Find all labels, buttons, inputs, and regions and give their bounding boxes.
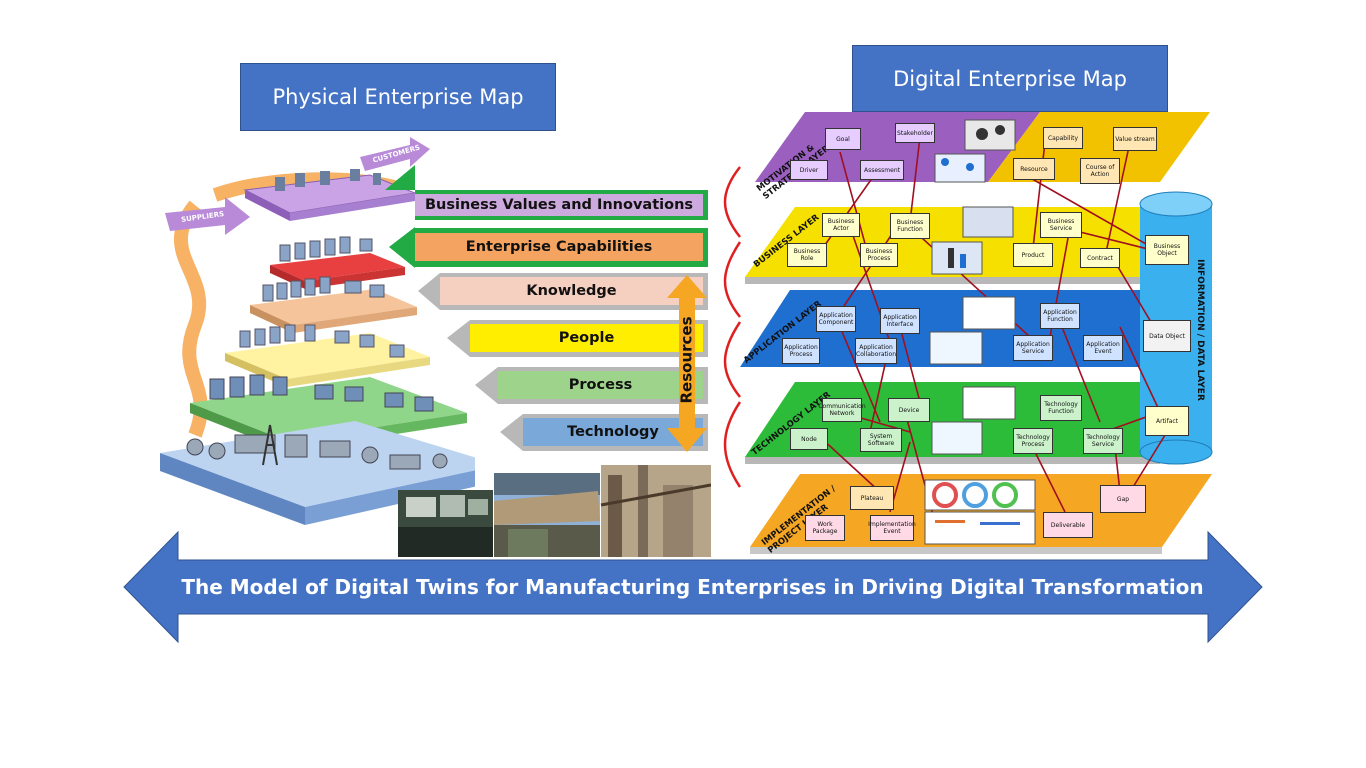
node-gap: Gap xyxy=(1100,485,1146,513)
layer-connection-arrows xyxy=(723,166,742,488)
node-contract: Contract xyxy=(1080,248,1120,268)
node-business-process: Business Process xyxy=(860,243,898,267)
node-product: Product xyxy=(1013,243,1053,267)
customers-arrow xyxy=(360,137,430,171)
band-label-business-values: Business Values and Innovations xyxy=(424,197,694,213)
band-arrow-people xyxy=(447,320,708,357)
node-business-function: Business Function xyxy=(890,213,930,239)
node-work-package: Work Package xyxy=(805,515,845,541)
node-stakeholder: Stakeholder xyxy=(895,123,935,143)
level-yellow xyxy=(225,333,430,379)
node-application-collaboration: Application Collaboration xyxy=(855,338,897,364)
node-business-role: Business Role xyxy=(787,243,827,267)
level-red xyxy=(270,253,405,281)
node-plateau: Plateau xyxy=(850,486,894,510)
node-data-object: Data Object xyxy=(1143,320,1191,352)
node-implementation-event: Implementation Event xyxy=(868,515,916,541)
bottom-banner-arrow xyxy=(123,530,1263,644)
band-label-people: People xyxy=(558,330,615,346)
node-system-software: System Software xyxy=(860,428,902,452)
node-artifact: Artifact xyxy=(1145,406,1189,436)
digital-enterprise-map-title: Digital Enterprise Map xyxy=(852,45,1168,112)
band-label-technology: Technology xyxy=(567,424,659,440)
level-peach xyxy=(250,289,417,325)
suppliers-arrow xyxy=(165,197,250,235)
band-arrow-enterprise-capabilities xyxy=(389,227,708,268)
node-communication-network: Communication Network xyxy=(818,398,866,422)
node-application-interface: Application Interface xyxy=(880,308,920,334)
band-label-knowledge: Knowledge xyxy=(526,283,617,299)
band-label-process: Process xyxy=(568,377,633,393)
band-arrow-knowledge xyxy=(418,273,708,310)
physical-enterprise-illustration xyxy=(160,137,475,525)
node-assessment: Assessment xyxy=(860,160,904,180)
node-value-stream: Value stream xyxy=(1113,127,1157,151)
band-arrow-process xyxy=(475,367,708,404)
node-business-actor: Business Actor xyxy=(822,213,860,237)
node-capability: Capability xyxy=(1043,127,1083,149)
resources-label: Resources xyxy=(678,316,696,404)
node-course-of-action: Course of Action xyxy=(1080,158,1120,184)
node-business-object: Business Object xyxy=(1145,235,1189,265)
layer-thumbnails xyxy=(924,119,1036,545)
node-application-component: Application Component xyxy=(816,306,856,332)
band-label-enterprise-capabilities: Enterprise Capabilities xyxy=(465,239,653,255)
cement-plant-structure-photo xyxy=(600,465,711,557)
resources-double-arrow xyxy=(667,275,707,452)
node-resource: Resource xyxy=(1013,158,1055,180)
cement-plant-entrance-photo xyxy=(494,473,600,557)
factory-photos xyxy=(398,465,711,557)
node-business-service: Business Service xyxy=(1040,212,1082,238)
node-device: Device xyxy=(888,398,930,422)
node-deliverable: Deliverable xyxy=(1043,512,1093,538)
bands-graphic xyxy=(385,165,708,452)
bottom-banner-text: The Model of Digital Twins for Manufactu… xyxy=(181,575,1204,599)
node-node: Node xyxy=(790,428,828,450)
node-technology-process: Technology Process xyxy=(1013,428,1053,454)
node-driver: Driver xyxy=(790,160,828,180)
node-technology-service: Technology Service xyxy=(1083,428,1123,454)
node-application-process: Application Process xyxy=(782,338,820,364)
node-application-function: Application Function xyxy=(1040,303,1080,329)
node-application-event: Application Event xyxy=(1083,335,1123,361)
physical-enterprise-map-title: Physical Enterprise Map xyxy=(240,63,556,131)
control-room-photo xyxy=(398,490,493,557)
node-goal: Goal xyxy=(825,128,861,150)
node-technology-function: Technology Function xyxy=(1040,395,1082,421)
band-arrow-business-values xyxy=(385,165,708,220)
node-application-service: Application Service xyxy=(1013,335,1053,361)
